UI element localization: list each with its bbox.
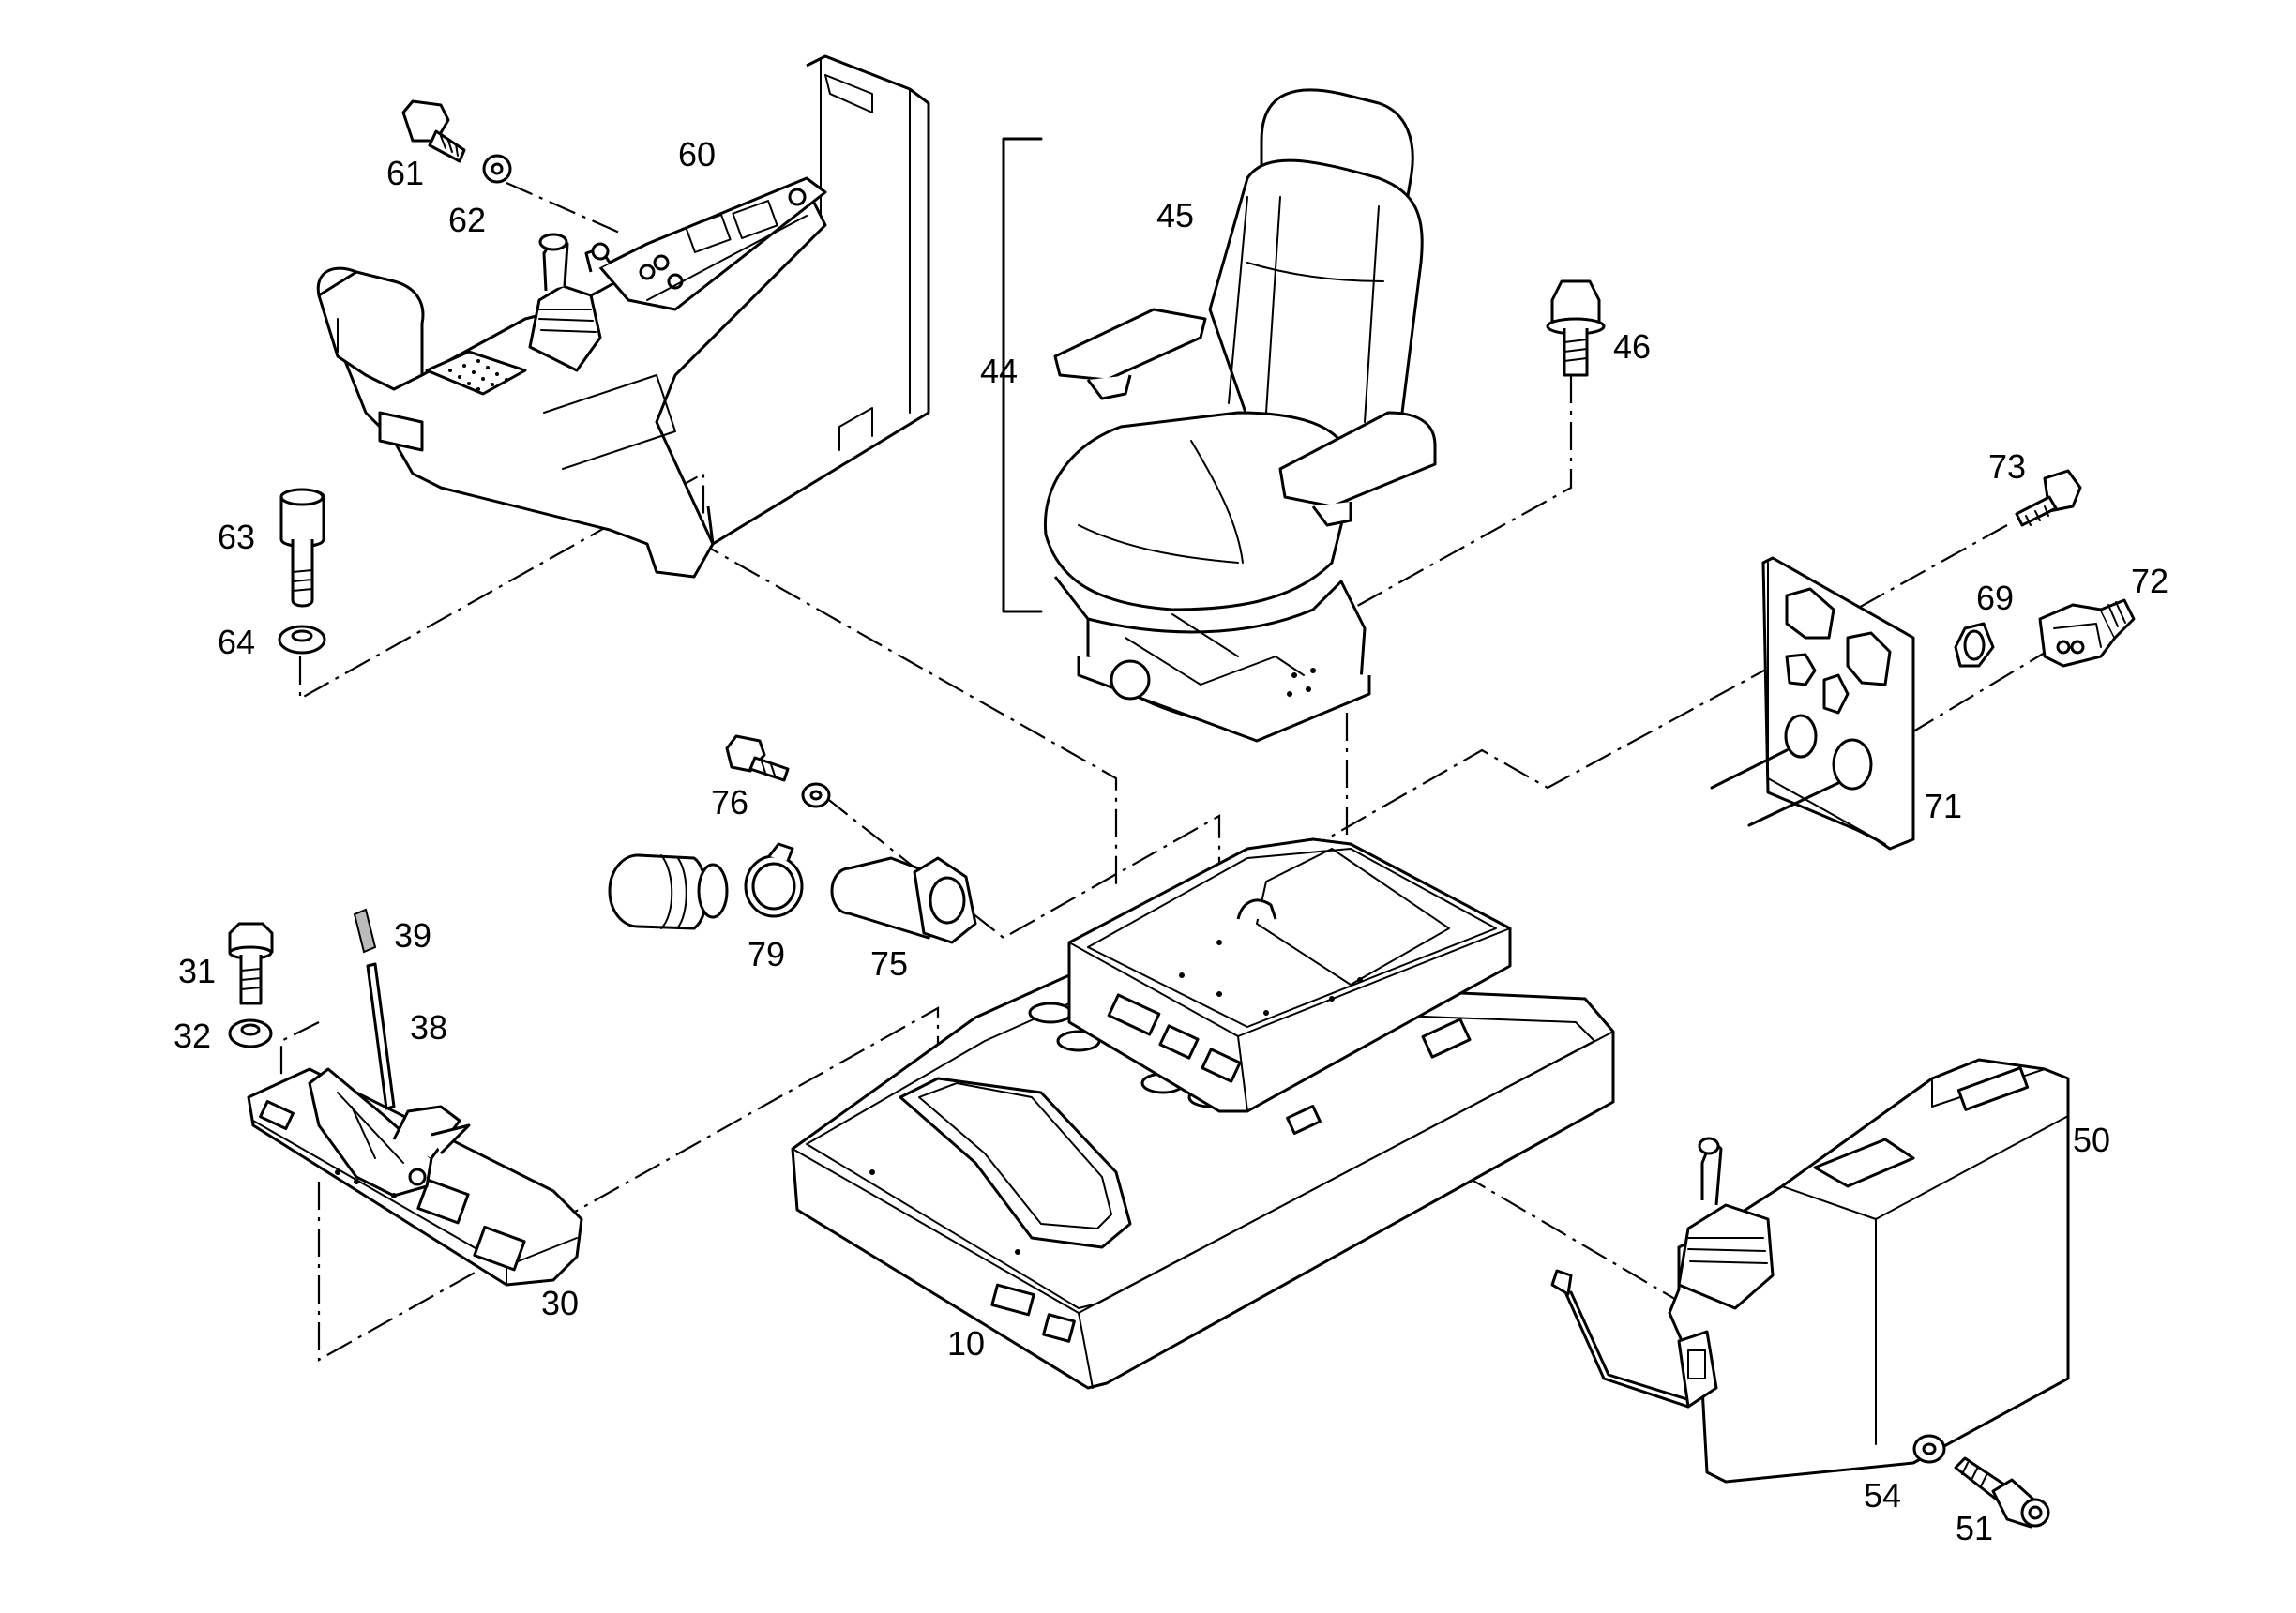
label-46: 46 [1613, 327, 1651, 366]
label-76: 76 [711, 783, 748, 822]
console-50 [1550, 1058, 2070, 1484]
leader-30b [317, 1182, 554, 1362]
bolt-31 [228, 922, 274, 1005]
part-labels: 10 30 31 32 38 39 44 45 46 50 51 54 60 6… [174, 135, 2168, 1547]
label-30: 30 [541, 1284, 579, 1322]
seat-45 [1043, 88, 1437, 743]
label-72: 72 [2131, 562, 2168, 600]
label-69: 69 [1976, 579, 2014, 617]
label-38: 38 [410, 1008, 447, 1047]
washer-32 [228, 1018, 273, 1048]
label-63: 63 [218, 518, 255, 556]
screw-61 [401, 99, 466, 163]
cap-39 [353, 908, 377, 954]
label-10: 10 [947, 1324, 985, 1363]
label-75: 75 [870, 944, 908, 983]
elbow-75 [830, 856, 977, 944]
pedal-30 [247, 1067, 583, 1287]
leader-71 [1218, 665, 1774, 901]
base-10 [791, 973, 1615, 1390]
label-61: 61 [386, 154, 424, 192]
label-79: 79 [748, 935, 785, 973]
label-73: 73 [1988, 447, 2026, 486]
label-64: 64 [218, 623, 255, 661]
bolt-46 [1546, 279, 1606, 377]
console-60 [316, 54, 930, 579]
leader-72 [1912, 646, 2055, 732]
bolt-63 [279, 488, 325, 608]
leader-46 [1350, 375, 1573, 611]
leader-31 [279, 1021, 320, 1097]
label-60: 60 [678, 135, 716, 173]
leader-61 [506, 181, 625, 236]
seat-mount-box [1067, 837, 1512, 1113]
label-54: 54 [1864, 1476, 1901, 1515]
leader-60 [693, 538, 1118, 886]
label-45: 45 [1156, 196, 1194, 234]
plate-71 [1710, 556, 1915, 851]
washer-64 [278, 625, 326, 655]
screw-73 [2015, 469, 2082, 527]
boot [608, 853, 729, 930]
label-31: 31 [178, 952, 216, 990]
washer-62 [482, 154, 512, 184]
bolt-76 [725, 734, 831, 808]
leader-30 [552, 1006, 940, 1225]
leader-73 [1837, 524, 2008, 620]
label-32: 32 [174, 1017, 211, 1055]
bolt-51 [1954, 1456, 2050, 1529]
switch-72 [2038, 598, 2136, 668]
label-39: 39 [394, 916, 431, 955]
label-51: 51 [1956, 1509, 1993, 1547]
label-50: 50 [2073, 1121, 2110, 1159]
clamp-79 [744, 842, 804, 918]
label-71: 71 [1925, 787, 1962, 825]
label-62: 62 [448, 201, 486, 239]
label-44: 44 [980, 352, 1018, 390]
bracket-44 [1002, 137, 1043, 613]
nut-69 [1954, 622, 1995, 668]
rod-38 [366, 962, 396, 1110]
washer-54 [1912, 1434, 1946, 1464]
